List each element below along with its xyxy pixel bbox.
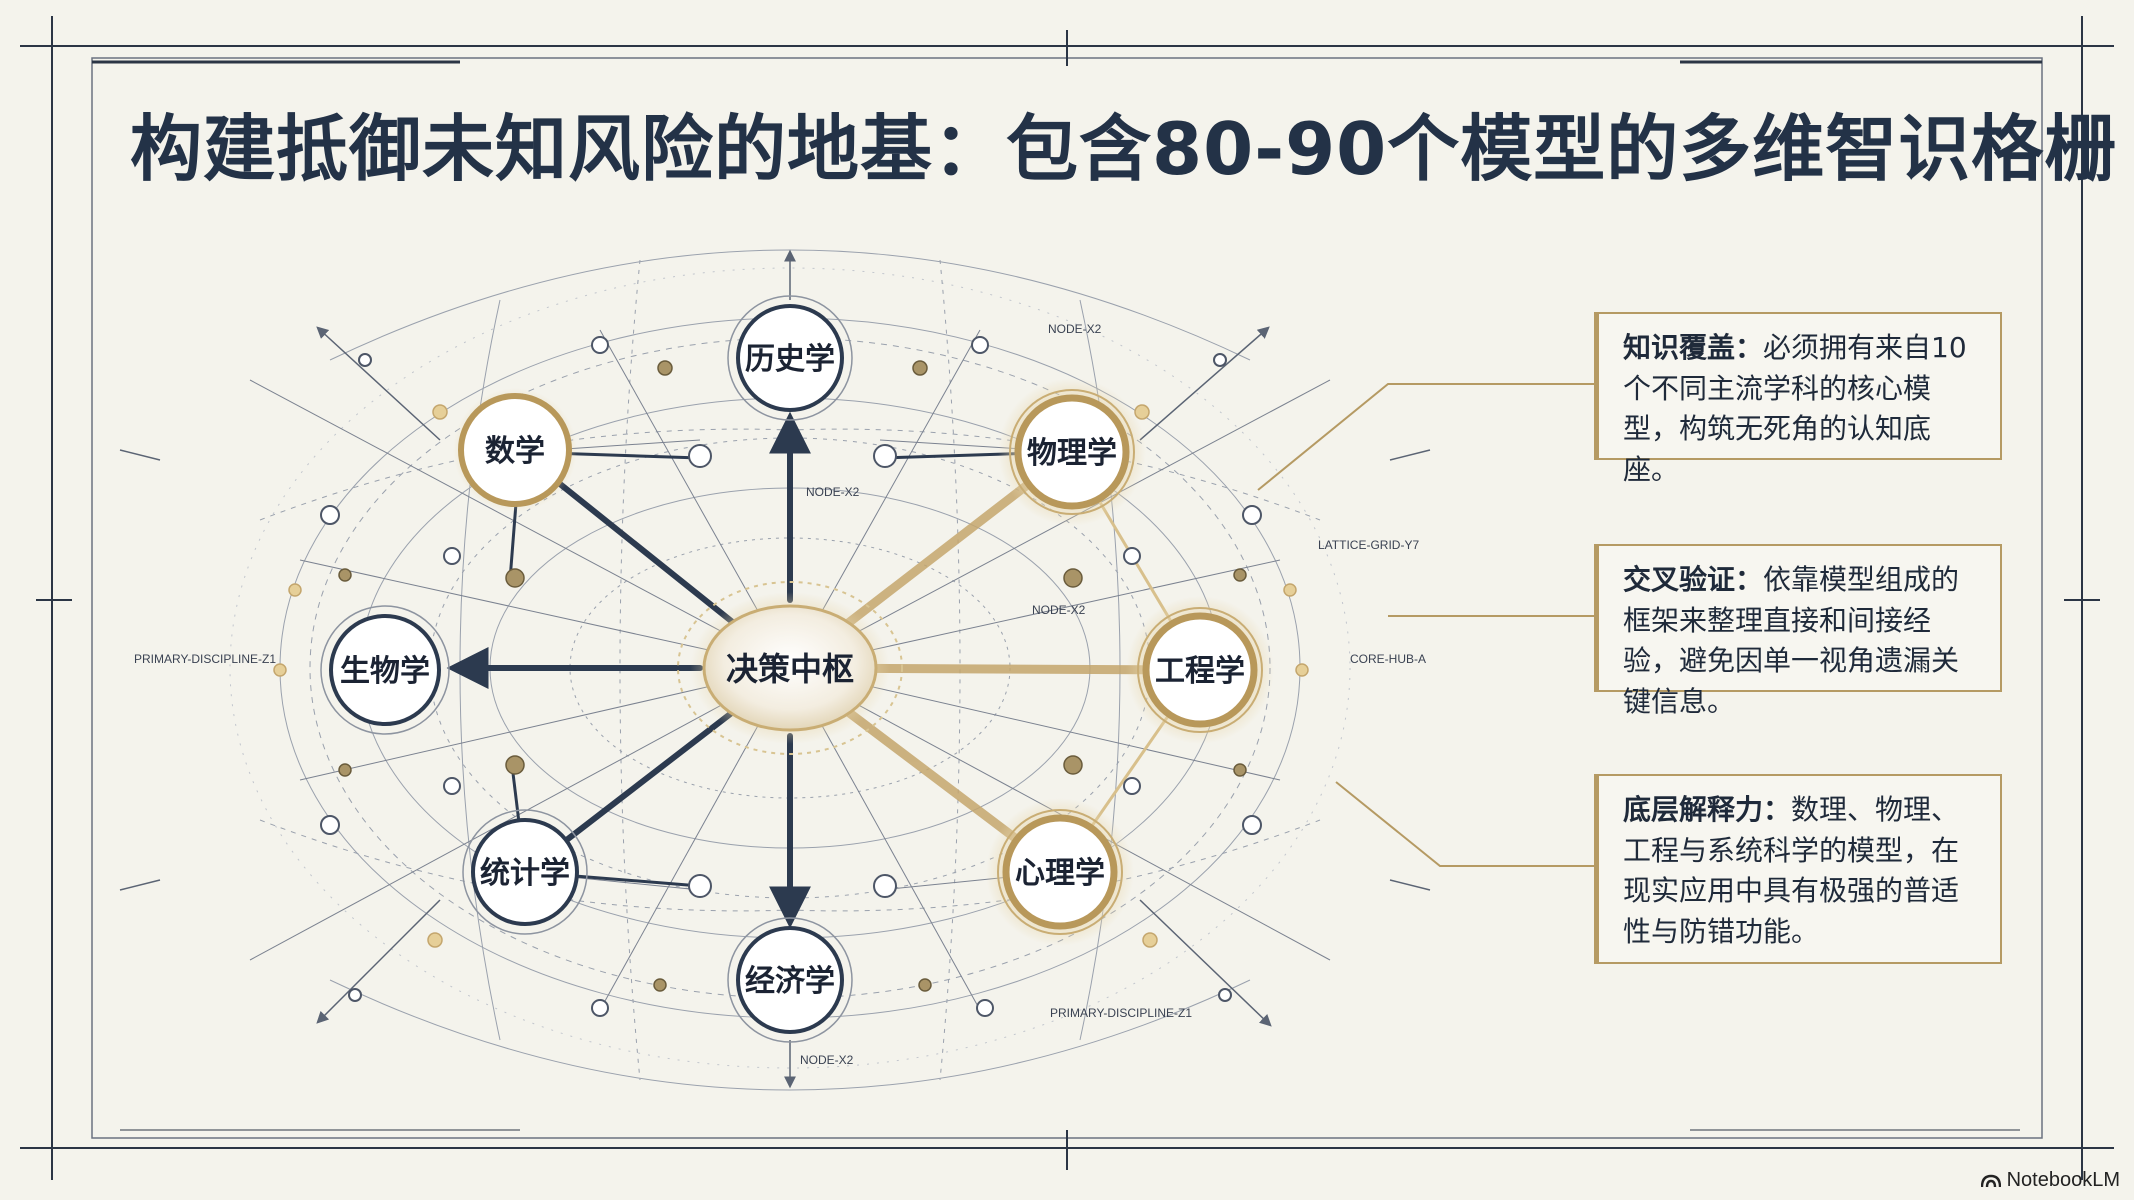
node-biology: 生物学	[320, 605, 450, 735]
node-label-psychology: 心理学	[1015, 856, 1105, 891]
tiny-label-node-x2-mid-upper: NODE-X2	[806, 485, 860, 499]
node-physics: 物理学	[998, 378, 1146, 526]
callout-lead: 知识覆盖：	[1623, 331, 1764, 364]
tiny-label-primary-left: PRIMARY-DISCIPLINE-Z1	[134, 652, 276, 666]
node-label-biology: 生物学	[340, 654, 430, 689]
tiny-label-node-x2-mid-right: NODE-X2	[1032, 603, 1086, 617]
tiny-label-node-x2-top: NODE-X2	[1048, 322, 1102, 336]
node-label-statistics: 统计学	[480, 856, 570, 891]
node-math: 数学	[453, 388, 577, 512]
node-psychology: 心理学	[986, 798, 1134, 946]
callout-knowledge-coverage: 知识覆盖：必须拥有来自10个不同主流学科的核心模型，构筑无死角的认知底座。	[1594, 312, 2002, 486]
node-statistics: 统计学	[462, 809, 588, 935]
node-label-history: 历史学	[745, 342, 835, 377]
callout-lead: 交叉验证：	[1623, 563, 1764, 596]
node-label-economics: 经济学	[745, 964, 835, 999]
node-economics: 经济学	[727, 917, 853, 1043]
watermark-text: NotebookLM	[2006, 1169, 2120, 1191]
node-label-engineering: 工程学	[1155, 654, 1245, 689]
tiny-label-node-x2-bottom: NODE-X2	[800, 1053, 854, 1067]
tiny-label-core-hub: CORE-HUB-A	[1350, 652, 1426, 666]
callout-body: 依靠模型组成的框架来整理直接和间接经验，避免因单一视角遗漏关键信息。	[1623, 563, 1960, 718]
callout-leader-lines	[1257, 383, 1594, 867]
node-history: 历史学	[727, 295, 853, 421]
tiny-label-primary-bottom: PRIMARY-DISCIPLINE-Z1	[1050, 1006, 1192, 1020]
outer-arrows	[119, 249, 1431, 1089]
tiny-labels: NODE-X2 NODE-X2 NODE-X2 NODE-X2 LATTICE-…	[134, 322, 1426, 1067]
callout-body: 必须拥有来自10个不同主流学科的核心模型，构筑无死角的认知底座。	[1623, 331, 1967, 486]
slide-title: 构建抵御未知风险的地基：包含80-90个模型的多维智识格栅	[130, 107, 2118, 191]
node-engineering: 工程学	[1126, 596, 1274, 744]
callout-lead: 底层解释力：	[1623, 793, 1792, 826]
tiny-label-lattice: LATTICE-GRID-Y7	[1318, 538, 1419, 552]
decision-hub: 决策中枢	[677, 581, 903, 755]
callout-fundamental-explanatory-power: 底层解释力：数理、物理、工程与系统科学的模型，在现实应用中具有极强的普适性与防错…	[1594, 774, 2002, 964]
callout-cross-validation: 交叉验证：依靠模型组成的框架来整理直接和间接经验，避免因单一视角遗漏关键信息。	[1594, 544, 2002, 718]
notebooklm-watermark: NotebookLM	[1980, 1169, 2120, 1192]
lattice-nodes	[273, 336, 1309, 1017]
node-label-physics: 物理学	[1027, 436, 1117, 471]
notebooklm-logo-icon	[1980, 1174, 2001, 1187]
node-label-math: 数学	[485, 434, 545, 469]
callout-body: 数理、物理、工程与系统科学的模型，在现实应用中具有极强的普适性与防错功能。	[1623, 793, 1960, 948]
hub-label: 决策中枢	[726, 650, 854, 688]
